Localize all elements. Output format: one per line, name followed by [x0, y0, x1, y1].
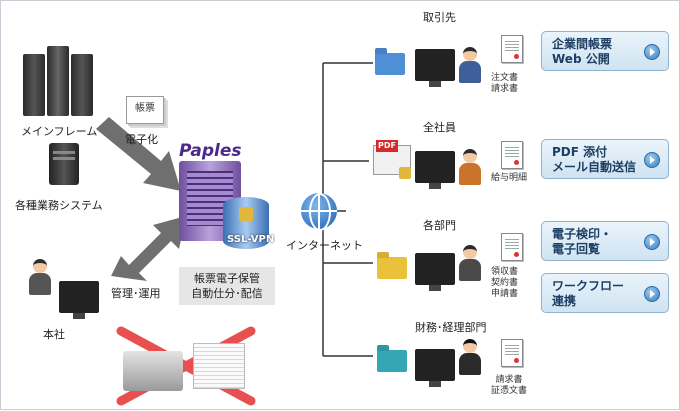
- btn-pdf-mail-line2: メール自動送信: [552, 160, 637, 174]
- btn-e-approval[interactable]: 電子検印・ 電子回覧: [541, 221, 669, 261]
- finance-person: [459, 339, 481, 375]
- finance-docs: 請求書 証憑文書: [491, 375, 527, 397]
- internet-globe-icon: [301, 193, 337, 231]
- finance-doc-2: 証憑文書: [491, 386, 528, 396]
- departments-doc-3: 申請書: [491, 289, 519, 299]
- partners-document-icon: [501, 35, 523, 63]
- partners-doc-1: 注文書: [491, 73, 519, 83]
- departments-person: [459, 245, 481, 281]
- partners-docs: 注文書 請求書: [491, 73, 518, 95]
- employees-monitor-icon: [415, 151, 455, 189]
- arrow-right-icon: [644, 286, 660, 302]
- arrow-right-icon: [644, 44, 660, 60]
- btn-pdf-mail-line1: PDF 添付: [552, 145, 608, 159]
- finance-doc-1: 請求書: [495, 375, 523, 385]
- btn-e-approval-line2: 電子回覧: [552, 242, 601, 256]
- storage-line-2: 自動仕分･配信: [191, 287, 263, 300]
- arrow-mainframe-to-paples: [96, 117, 181, 191]
- departments-docs: 領収書 契約書 申請書: [491, 267, 518, 300]
- partners-monitor-icon: [415, 49, 455, 87]
- folder-blue-icon: [375, 53, 405, 75]
- recipient-partners-label: 取引先: [423, 11, 456, 24]
- recipient-employees-label: 全社員: [423, 121, 456, 134]
- btn-workflow-line1: ワークフロー: [552, 279, 625, 293]
- lock-icon: [239, 207, 253, 221]
- ssl-vpn-label: SSL-VPN: [227, 234, 275, 245]
- business-server-icon: [49, 143, 79, 185]
- business-systems-label: 各種業務システム: [15, 199, 103, 212]
- employees-person: [459, 149, 481, 185]
- mail-lock-icon: [399, 167, 411, 179]
- employees-docs: 給与明細: [491, 173, 527, 184]
- mainframe-servers: [23, 46, 93, 116]
- folder-yellow-icon: [377, 257, 407, 279]
- recipient-departments-label: 各部門: [423, 219, 456, 232]
- digitize-doc-icon: 帳票: [126, 96, 164, 124]
- head-office-monitor-icon: [59, 281, 99, 319]
- head-office-label: 本社: [43, 328, 65, 341]
- btn-workflow-line2: 連携: [552, 294, 577, 308]
- employees-doc-1: 給与明細: [491, 173, 528, 183]
- storage-line-1: 帳票電子保管: [194, 272, 260, 285]
- mainframe-label: メインフレーム: [21, 125, 98, 138]
- pdf-badge: PDF: [376, 140, 398, 152]
- btn-e-approval-line1: 電子検印・: [552, 227, 613, 241]
- departments-doc-2: 契約書: [491, 278, 519, 288]
- internet-label: インターネット: [286, 239, 363, 252]
- btn-workflow[interactable]: ワークフロー 連携: [541, 273, 669, 313]
- btn-web-publish-line1: 企業間帳票: [552, 37, 613, 51]
- departments-doc-1: 領収書: [491, 267, 519, 277]
- partners-doc-2: 請求書: [491, 84, 519, 94]
- departments-monitor-icon: [415, 253, 455, 291]
- btn-web-publish[interactable]: 企業間帳票 Web 公開: [541, 31, 669, 71]
- finance-document-icon: [501, 339, 523, 367]
- finance-monitor-icon: [415, 349, 455, 387]
- recipient-finance-label: 財務･経理部門: [415, 321, 487, 334]
- printer-icon: [123, 351, 183, 391]
- folder-teal-icon: [377, 350, 407, 372]
- departments-document-icon: [501, 233, 523, 261]
- arrow-headoffice-paples: [111, 216, 186, 281]
- paper-stack-icon: [193, 343, 245, 389]
- storage-info-box: 帳票電子保管 自動仕分･配信: [179, 267, 275, 305]
- digitize-label: 電子化: [125, 133, 158, 146]
- head-office-person: [29, 259, 51, 295]
- ssl-vpn-database-icon: [223, 197, 269, 249]
- paples-brand-logo: Paples: [179, 141, 242, 161]
- btn-web-publish-line2: Web 公開: [552, 52, 610, 66]
- partners-person: [459, 47, 481, 83]
- manage-operate-label: 管理･運用: [111, 287, 161, 300]
- arrow-right-icon: [644, 152, 660, 168]
- arrow-right-icon: [644, 234, 660, 250]
- btn-pdf-mail[interactable]: PDF 添付 メール自動送信: [541, 139, 669, 179]
- employees-document-icon: [501, 141, 523, 169]
